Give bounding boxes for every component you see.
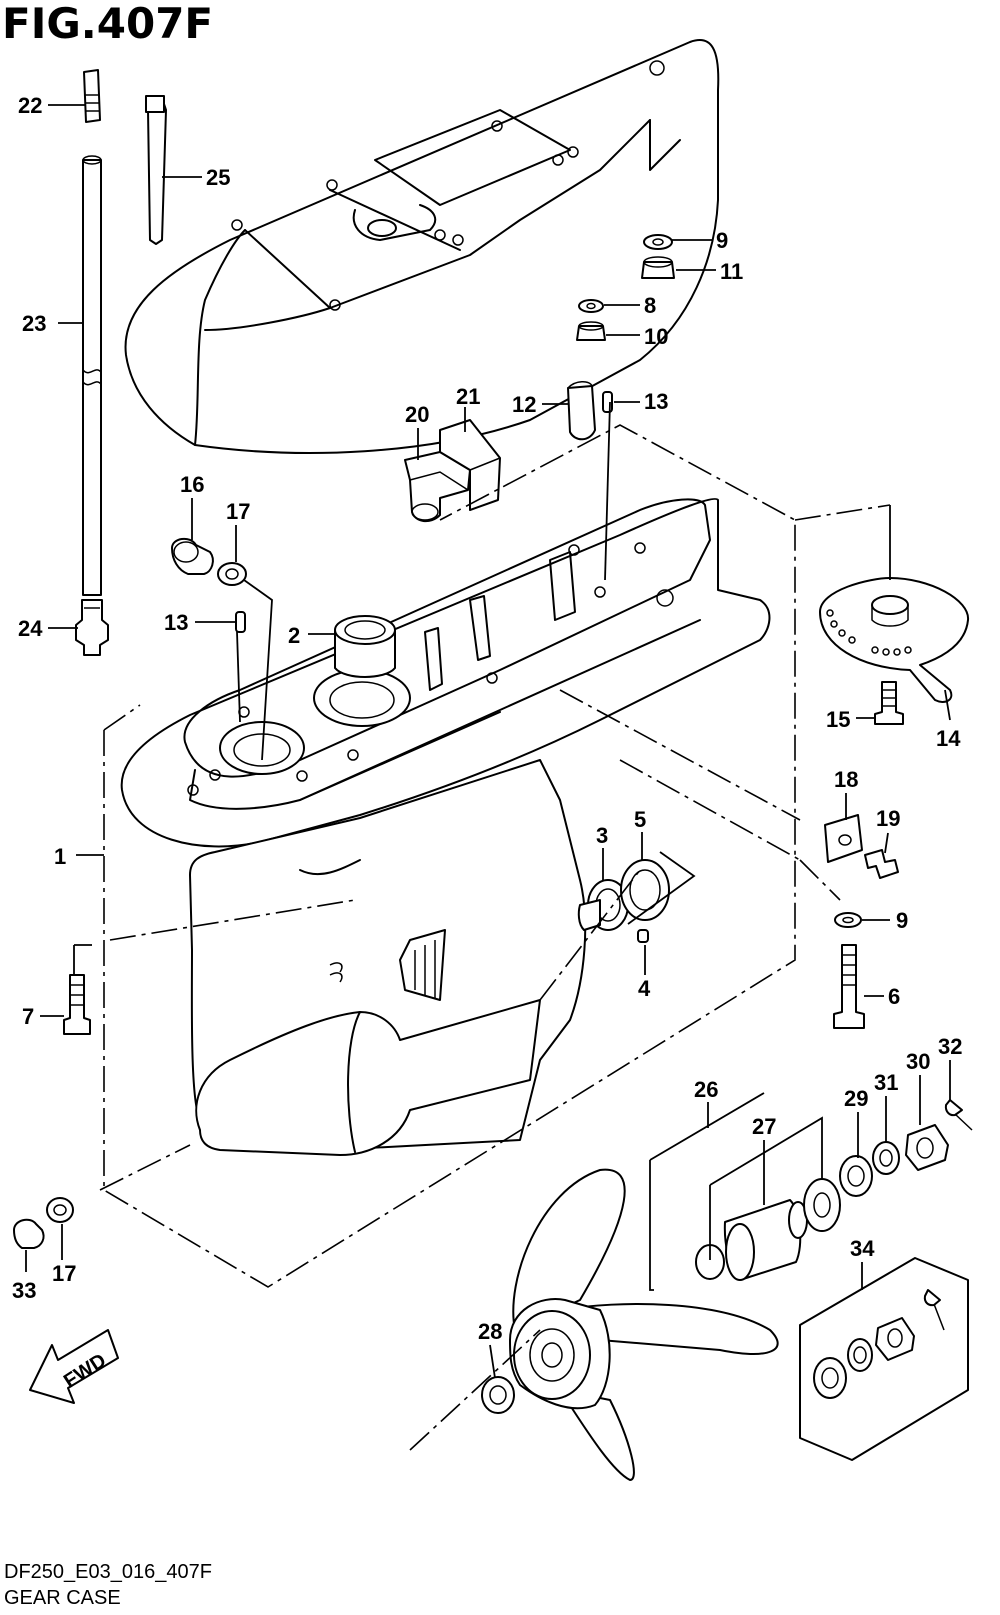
pin-4 (637, 929, 649, 943)
kit-34 (799, 1257, 969, 1461)
gasket-17-bottom (46, 1197, 74, 1223)
exploded-line-1 (794, 504, 891, 521)
plug-16 (171, 537, 214, 575)
callout-3: 3 (596, 823, 608, 848)
grommet-22 (83, 69, 101, 123)
callout-9-top: 9 (716, 228, 728, 253)
gasket-17-top (217, 562, 247, 586)
callout-33: 33 (12, 1278, 36, 1303)
callout-1: 1 (54, 844, 66, 869)
gear-case-1 (120, 498, 771, 1156)
bolt-6 (833, 944, 865, 1029)
exploded-line-7 (409, 1329, 541, 1451)
callout-16: 16 (180, 472, 204, 497)
bracket-21 (439, 419, 501, 511)
exploded-line-2 (559, 689, 801, 821)
bearing-3 (577, 879, 629, 931)
washer-9-lower (834, 912, 862, 928)
callout-20: 20 (405, 402, 429, 427)
bearing-2 (334, 615, 396, 678)
callout-34: 34 (850, 1236, 875, 1261)
figure-caption: GEAR CASE (4, 1587, 121, 1609)
callout-6: 6 (888, 984, 900, 1009)
callout-22: 22 (18, 93, 42, 118)
cable-tie-25 (145, 95, 167, 245)
shim-12 (567, 381, 596, 441)
callout-31: 31 (874, 1070, 898, 1095)
callout-9-lower: 9 (896, 908, 908, 933)
nut-30 (905, 1124, 949, 1171)
callout-32: 32 (938, 1034, 962, 1059)
anode-18 (824, 814, 863, 863)
callout-21: 21 (456, 384, 480, 409)
callout-4: 4 (638, 976, 651, 1001)
exploded-line-3 (619, 759, 801, 861)
callout-13-top: 13 (644, 389, 668, 414)
upper-cover-shell (124, 39, 720, 454)
washer-nut-8-10 (576, 299, 606, 341)
callout-17-top: 17 (226, 499, 250, 524)
exploded-line-4 (99, 1144, 191, 1191)
callout-2: 2 (288, 623, 300, 648)
figure-title: FIG.407F (2, 0, 213, 48)
bolt-19 (864, 849, 899, 879)
callout-29: 29 (844, 1086, 868, 1111)
pin-13-left (235, 611, 246, 633)
water-tube-23 (82, 155, 102, 596)
model-code: DF250_E03_016_407F (4, 1561, 212, 1583)
washer-31 (872, 1141, 900, 1175)
spacer-28 (481, 1376, 515, 1414)
bolt-15 (874, 681, 904, 725)
callout-24: 24 (18, 616, 43, 641)
callout-23: 23 (22, 311, 46, 336)
callout-13-left: 13 (164, 610, 188, 635)
washer-nut-9-11 (641, 234, 675, 279)
group-outline-1 (103, 424, 796, 1288)
trim-tab-14 (819, 577, 970, 703)
callout-26: 26 (694, 1077, 718, 1102)
callout-12: 12 (512, 392, 536, 417)
plug-33 (13, 1218, 45, 1249)
callout-19: 19 (876, 806, 900, 831)
callout-28: 28 (478, 1319, 502, 1344)
propeller-26 (509, 1168, 779, 1481)
callout-27: 27 (752, 1114, 776, 1139)
callout-17-bottom: 17 (52, 1261, 76, 1286)
group-outline-leader-a (103, 704, 141, 731)
callout-8: 8 (644, 293, 656, 318)
clip-20 (404, 451, 471, 523)
spacer-large (803, 1178, 841, 1232)
bushing-27 (695, 1199, 808, 1281)
callout-14: 14 (936, 726, 961, 751)
callout-7: 7 (22, 1004, 34, 1029)
callout-11: 11 (720, 259, 743, 284)
callout-10: 10 (644, 324, 668, 349)
callout-15: 15 (826, 707, 850, 732)
cotter-pin-32 (944, 1099, 973, 1131)
bolt-7 (63, 974, 91, 1035)
callout-18: 18 (834, 767, 858, 792)
fwd-arrow-icon: FWD (29, 1329, 119, 1404)
exploded-line-6 (799, 859, 841, 901)
leader-lines (25, 104, 951, 1379)
callout-25: 25 (206, 165, 230, 190)
fitting-24 (75, 599, 109, 656)
callout-5: 5 (634, 807, 646, 832)
exploded-line-8 (539, 869, 641, 1001)
race-5 (620, 859, 670, 921)
washer-29 (839, 1155, 873, 1197)
callout-30: 30 (906, 1049, 930, 1074)
